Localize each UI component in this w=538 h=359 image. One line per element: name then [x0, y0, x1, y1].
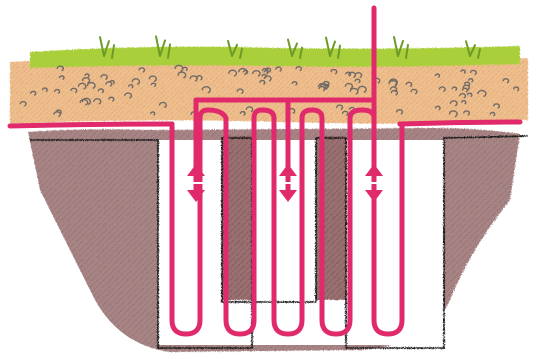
pipe-outlet	[400, 122, 520, 124]
pipe-inlet	[10, 124, 172, 126]
